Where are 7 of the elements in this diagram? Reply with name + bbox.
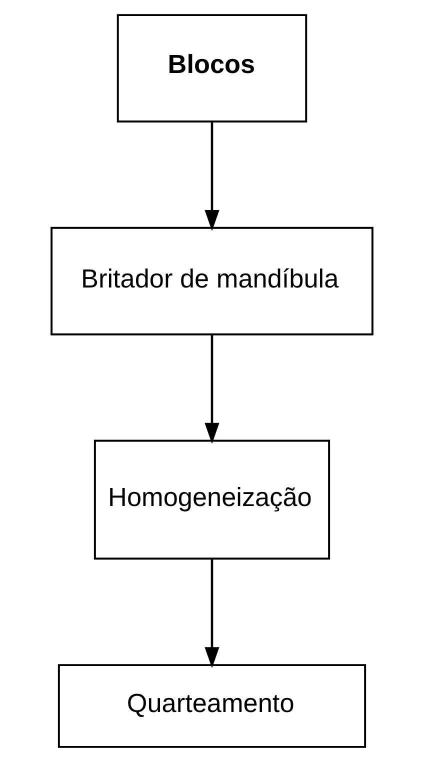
node-box: Britador de mandíbula [50,226,373,336]
node-box: Blocos [116,14,307,122]
arrow [204,122,219,232]
arrow [204,558,219,668]
arrow [204,334,219,444]
node-box: Homogeneização [93,440,330,560]
node-box: Quarteamento [57,664,366,748]
